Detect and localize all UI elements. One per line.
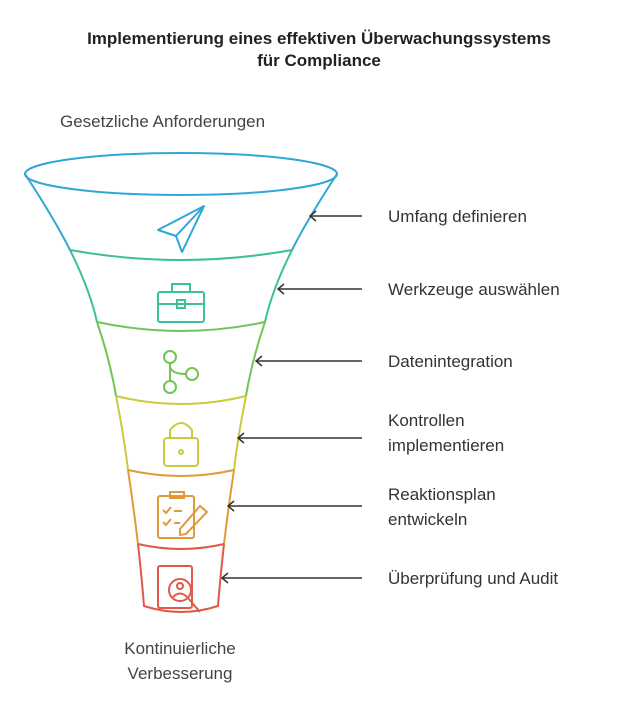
funnel-layer-1 [24,152,338,251]
step-label-6: Überprüfung und Audit [388,566,558,591]
toolbox-icon [157,283,205,323]
arrow-step-2 [276,283,362,295]
step-label-4-line2: implementieren [388,436,505,455]
funnel-layer-5 [127,469,235,545]
arrow-step-3 [254,355,362,367]
step-label-1-line1: Umfang definieren [388,207,527,226]
funnel-layer-3 [96,321,266,397]
arrow-step-6 [220,572,362,584]
step-label-1: Umfang definieren [388,204,527,229]
arrow-step-5 [226,500,362,512]
git-branch-icon [163,350,199,394]
search-person-icon [157,565,201,613]
funnel-divider-5 [137,543,225,550]
step-label-5-line1: Reaktionsplan [388,485,496,504]
step-label-3-line1: Datenintegration [388,352,513,371]
diagram-title-line2: für Compliance [257,51,381,70]
lock-icon [163,422,199,467]
funnel-layer-4 [115,395,247,471]
step-label-2-line1: Werkzeuge auswählen [388,280,560,299]
funnel-output-label: Kontinuierliche Verbesserung [100,636,260,686]
arrow-step-1 [308,210,362,222]
funnel-output-label-line2: Verbesserung [127,664,233,683]
send-icon [157,205,205,253]
step-label-2: Werkzeuge auswählen [388,277,560,302]
arrow-step-4 [236,432,362,444]
step-label-4: Kontrollen implementieren [388,408,504,458]
funnel-output-label-line1: Kontinuierliche [124,639,236,658]
funnel-layer-2 [69,249,293,323]
funnel-divider-1 [69,249,293,261]
funnel-divider-4 [127,469,235,477]
funnel-layer-6 [137,543,225,613]
step-label-3: Datenintegration [388,349,513,374]
funnel-divider-2 [96,321,266,332]
diagram-title-line1: Implementierung eines effektiven Überwac… [87,29,551,48]
step-label-5-line2: entwickeln [388,510,468,529]
step-label-6-line1: Überprüfung und Audit [388,569,559,588]
step-label-5: Reaktionsplan entwickeln [388,482,496,532]
funnel-input-label: Gesetzliche Anforderungen [60,112,266,131]
funnel-divider-3 [115,395,247,405]
clipboard-checklist-icon [157,491,209,539]
step-label-4-line1: Kontrollen [388,411,465,430]
